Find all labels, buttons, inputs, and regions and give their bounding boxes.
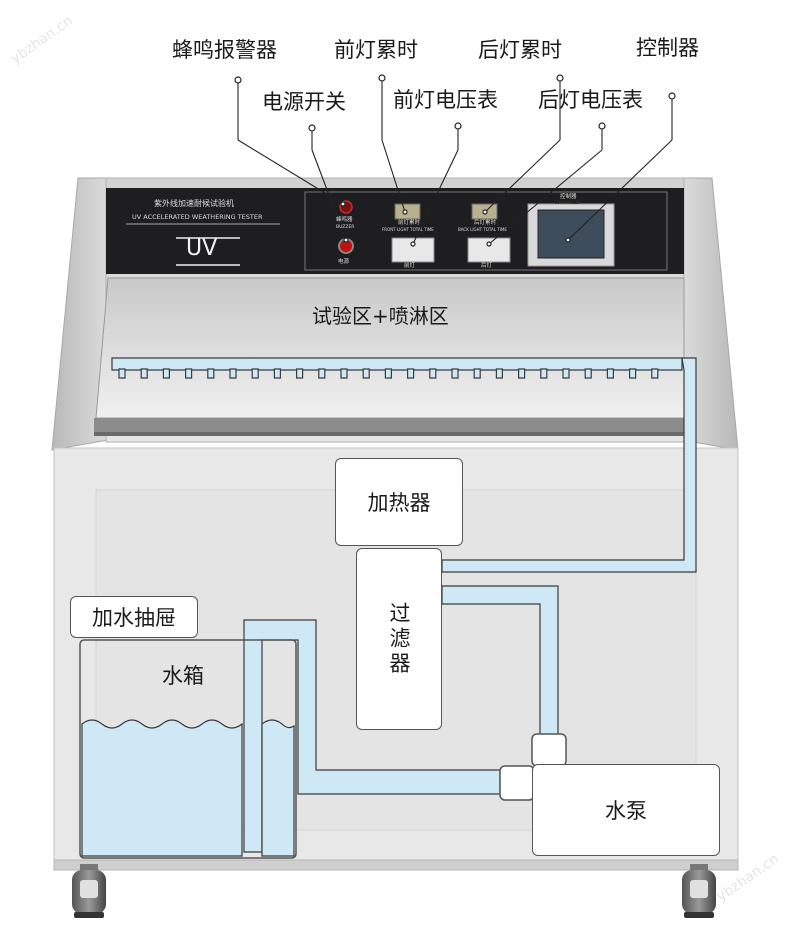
panel-front-accum-label: 前灯累时 — [398, 220, 421, 226]
filter-box: 过滤器 — [356, 548, 442, 730]
spray-nozzle — [584, 368, 592, 379]
cabinet-base — [53, 859, 739, 871]
pump-fitting-top — [531, 733, 567, 767]
panel-title-en: UV ACCELERATED WEATHERING TESTER — [132, 213, 263, 221]
panel-title-cn: 紫外线加速耐候试验机 — [154, 199, 234, 208]
tank-water — [81, 719, 243, 857]
spray-nozzle — [207, 368, 215, 379]
label-front-lamp-voltmeter: 前灯电压表 — [393, 88, 498, 112]
heater-box: 加热器 — [335, 458, 463, 546]
label-front-lamp-accum: 前灯累时 — [334, 38, 418, 62]
label-power-switch: 电源开关 — [262, 90, 346, 114]
label-controller: 控制器 — [636, 36, 699, 60]
label-back-lamp-voltmeter: 后灯电压表 — [538, 88, 643, 112]
spray-nozzle — [340, 368, 348, 379]
spray-nozzle — [362, 368, 370, 379]
label-test-zone: 试验区+喷淋区 — [312, 304, 449, 328]
controller-screen — [537, 209, 605, 259]
spray-nozzle — [629, 368, 637, 379]
spray-nozzle — [562, 368, 570, 379]
panel-back-lamp-label: 后灯 — [481, 263, 493, 269]
spray-nozzle — [140, 368, 148, 379]
spray-nozzles — [118, 368, 659, 379]
heater-label: 加热器 — [367, 491, 431, 515]
spray-nozzle — [540, 368, 548, 379]
spray-nozzle — [451, 368, 459, 379]
spray-nozzle — [429, 368, 437, 379]
panel-buzzer-sub: BUZZER — [336, 225, 355, 230]
caster-right — [682, 864, 716, 918]
panel-front-accum-sub: FRONT LIGHT TOTAL TIME — [382, 227, 434, 232]
pump-label: 水泵 — [605, 799, 647, 823]
panel-back-accum-label: 后灯累时 — [474, 220, 497, 226]
spray-nozzle — [473, 368, 481, 379]
leader-dots — [234, 74, 676, 247]
panel-buzzer-label: 蜂鸣器 — [336, 217, 353, 223]
water-tank — [79, 639, 297, 859]
spray-nozzle — [185, 368, 193, 379]
control-subpanel — [304, 191, 668, 271]
spray-nozzle — [407, 368, 415, 379]
panel-logo: UV — [186, 236, 218, 261]
label-buzzer-alarm: 蜂鸣报警器 — [172, 38, 277, 62]
filter-label: 过滤器 — [387, 601, 411, 677]
chamber-lip — [94, 418, 684, 434]
panel-controller-sub: CONTROLLER — [554, 200, 582, 205]
spray-nozzle — [118, 368, 126, 379]
panel-front-lamp-label: 前灯 — [404, 263, 416, 269]
spray-nozzle — [162, 368, 170, 379]
spray-nozzle — [606, 368, 614, 379]
label-back-lamp-accum: 后灯累时 — [478, 38, 562, 62]
pipe-spray-to-filter — [441, 357, 697, 573]
spray-nozzle — [273, 368, 281, 379]
panel-back-accum-sub: BACK LIGHT TOTAL TIME — [458, 227, 507, 232]
spray-nozzle — [296, 368, 304, 379]
spray-nozzle — [384, 368, 392, 379]
panel-controller-label: 控制器 — [560, 194, 577, 200]
spray-nozzle — [651, 368, 659, 379]
drawer-label: 加水抽屉 — [92, 606, 176, 630]
spray-nozzle — [518, 368, 526, 379]
pipe-tank-to-pump — [243, 619, 501, 853]
spray-nozzle — [251, 368, 259, 379]
spray-bar — [111, 357, 683, 371]
leader-lines — [237, 78, 673, 245]
tank-water-right — [261, 719, 295, 857]
panel-power-label: 电源 — [338, 259, 350, 265]
pump-fitting-left — [499, 765, 535, 801]
spray-nozzle — [229, 368, 237, 379]
label-tank: 水箱 — [162, 664, 204, 688]
test-chamber — [95, 277, 685, 419]
spray-nozzle — [495, 368, 503, 379]
spray-nozzle — [318, 368, 326, 379]
pump-box: 水泵 — [532, 764, 720, 856]
caster-left — [72, 864, 106, 918]
drawer-box: 加水抽屉 — [70, 596, 198, 638]
